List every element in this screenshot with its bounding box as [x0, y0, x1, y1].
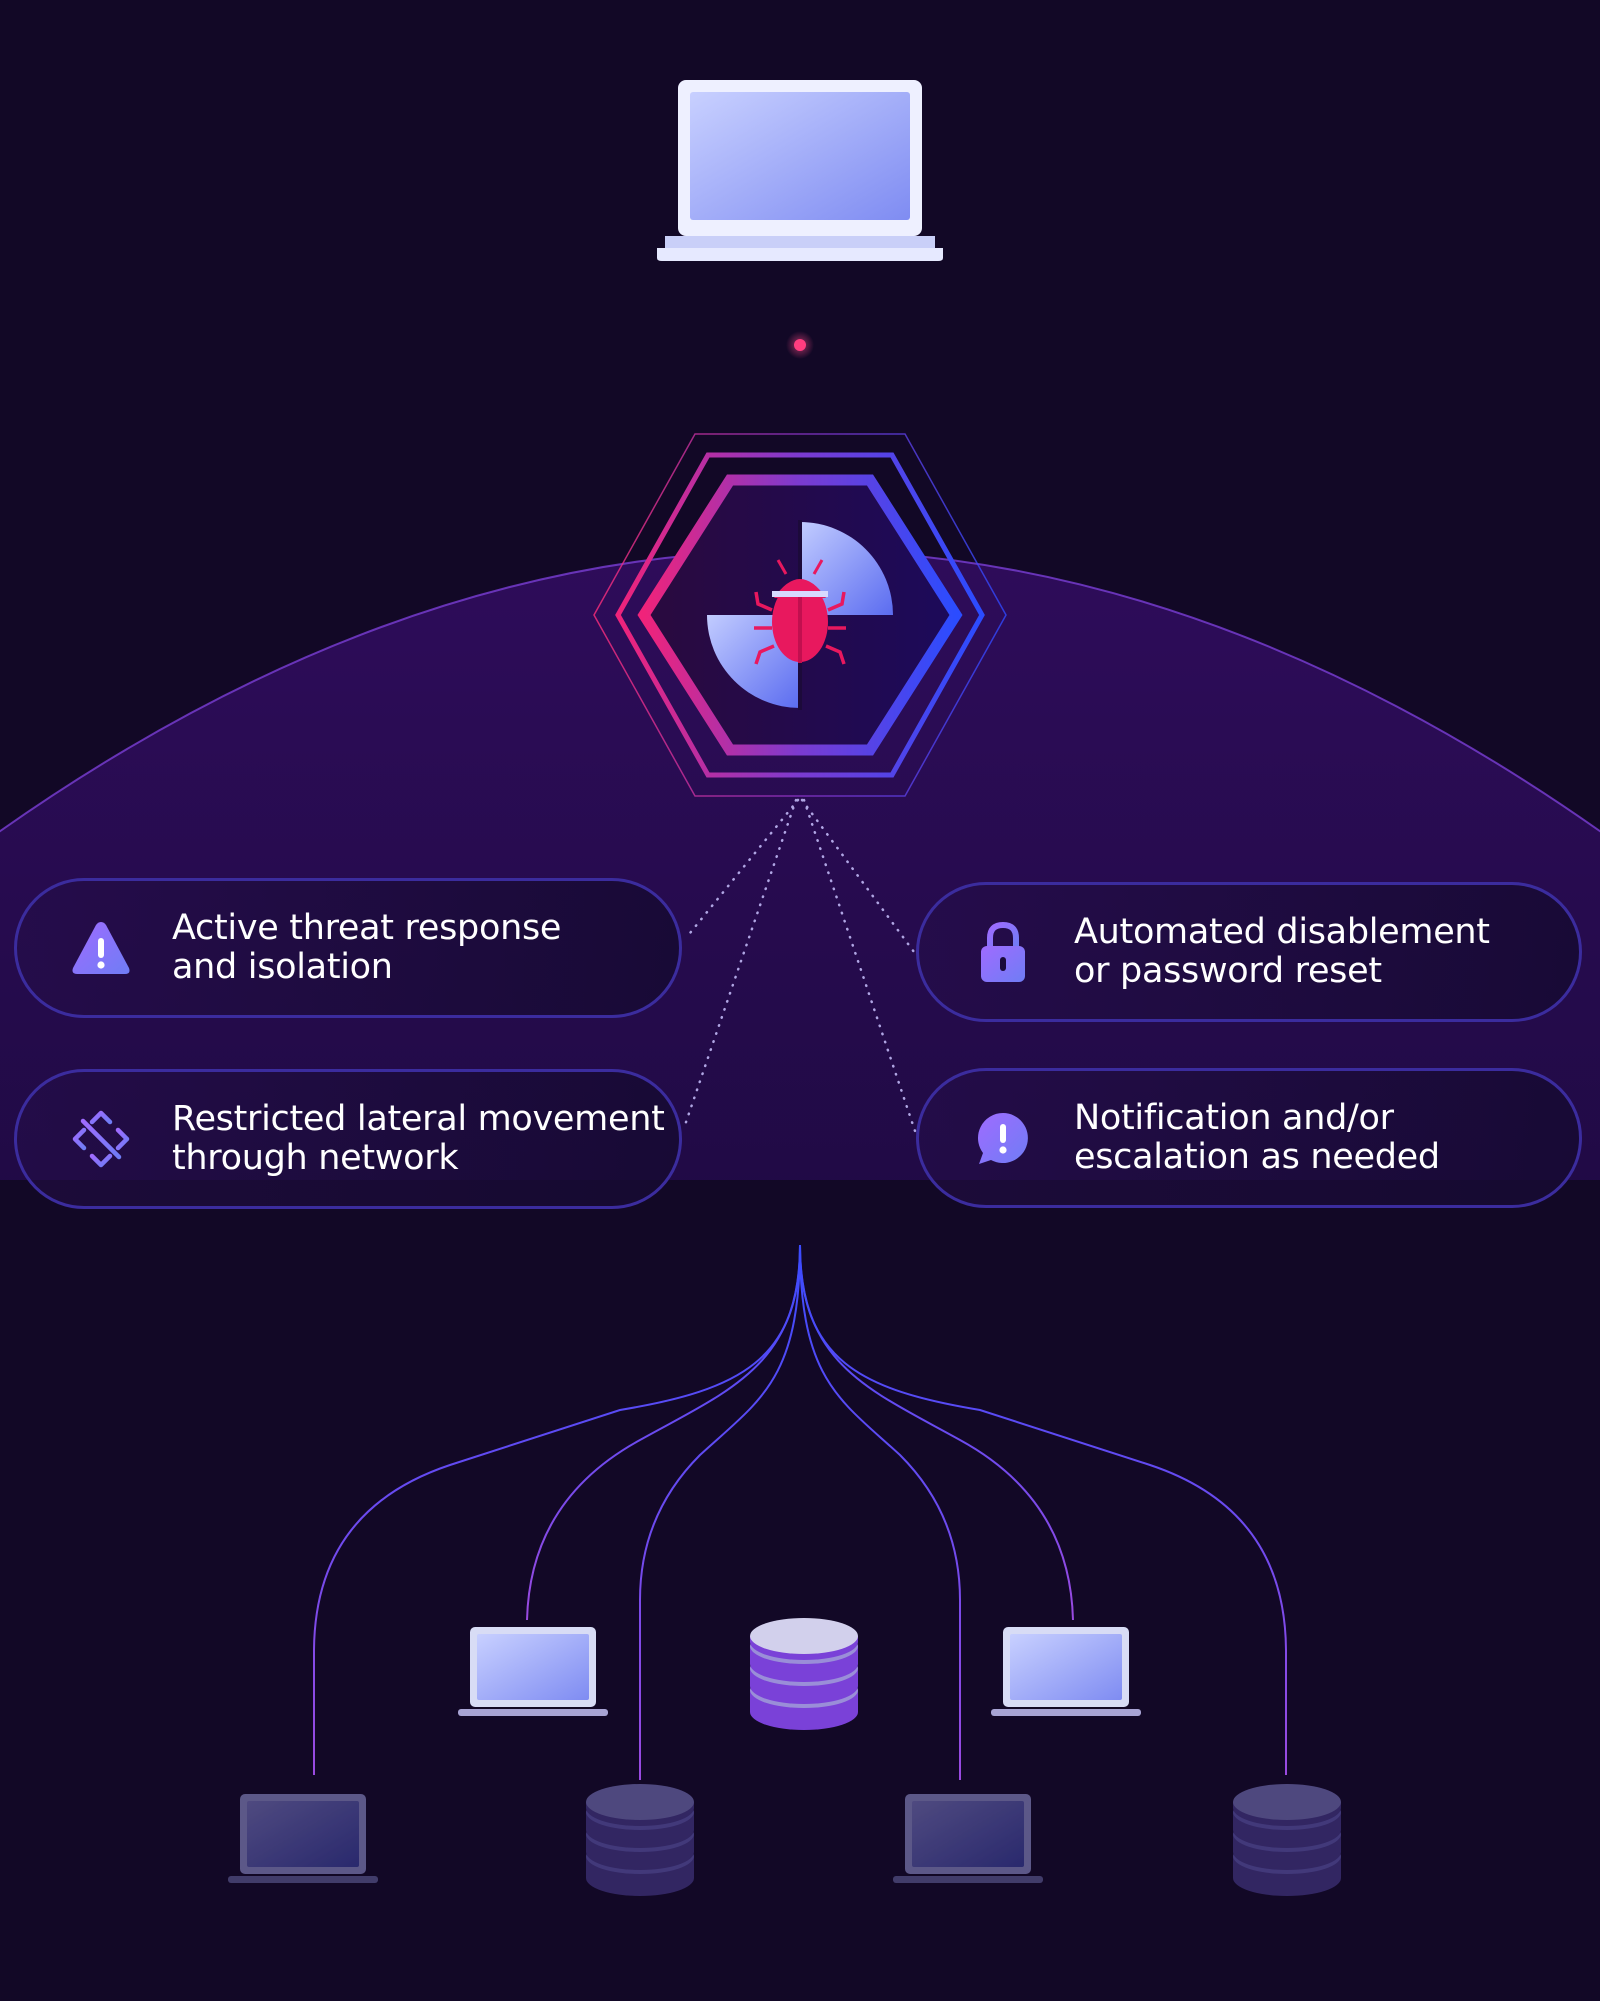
database-icon [586, 1784, 694, 1896]
card-label-line-2: or password reset [1074, 951, 1382, 991]
database-icon [750, 1618, 858, 1730]
card-label: Automated disablement or password reset [1074, 913, 1549, 991]
card-label: Notification and/or escalation as needed [1074, 1099, 1549, 1177]
card-label-line-1: Notification and/or [1074, 1098, 1394, 1138]
card-label-line-1: Restricted lateral movement [172, 1099, 665, 1139]
lock-icon [969, 918, 1037, 986]
warning-triangle-icon [67, 914, 135, 982]
laptop-icon [228, 1794, 378, 1883]
card-active-threat-response: Active threat response and isolation [14, 878, 682, 1018]
card-notification-escalation: Notification and/or escalation as needed [916, 1068, 1582, 1208]
card-label-line-1: Active threat response [172, 908, 562, 948]
card-label-line-2: and isolation [172, 947, 393, 987]
bug-icon [754, 559, 846, 665]
card-label-line-2: through network [172, 1138, 459, 1178]
card-automated-disablement: Automated disablement or password reset [916, 882, 1582, 1022]
card-label: Active threat response and isolation [172, 909, 649, 987]
laptop-icon [458, 1627, 608, 1716]
alert-chat-bubble-icon [969, 1104, 1037, 1172]
laptop-icon [657, 80, 943, 261]
laptop-icon [991, 1627, 1141, 1716]
hub-hexagon [593, 433, 1007, 797]
database-icon [1233, 1784, 1341, 1896]
uplink-dot [794, 339, 806, 351]
card-label-line-1: Automated disablement [1074, 912, 1490, 952]
laptop-icon [893, 1794, 1043, 1883]
dotted-connectors [682, 798, 918, 1136]
card-restricted-lateral-movement: Restricted lateral movement through netw… [14, 1069, 682, 1209]
branch-lines [313, 1244, 1287, 1780]
four-way-arrows-icon [67, 1105, 135, 1173]
card-label-line-2: escalation as needed [1074, 1137, 1440, 1177]
card-label: Restricted lateral movement through netw… [172, 1099, 665, 1178]
